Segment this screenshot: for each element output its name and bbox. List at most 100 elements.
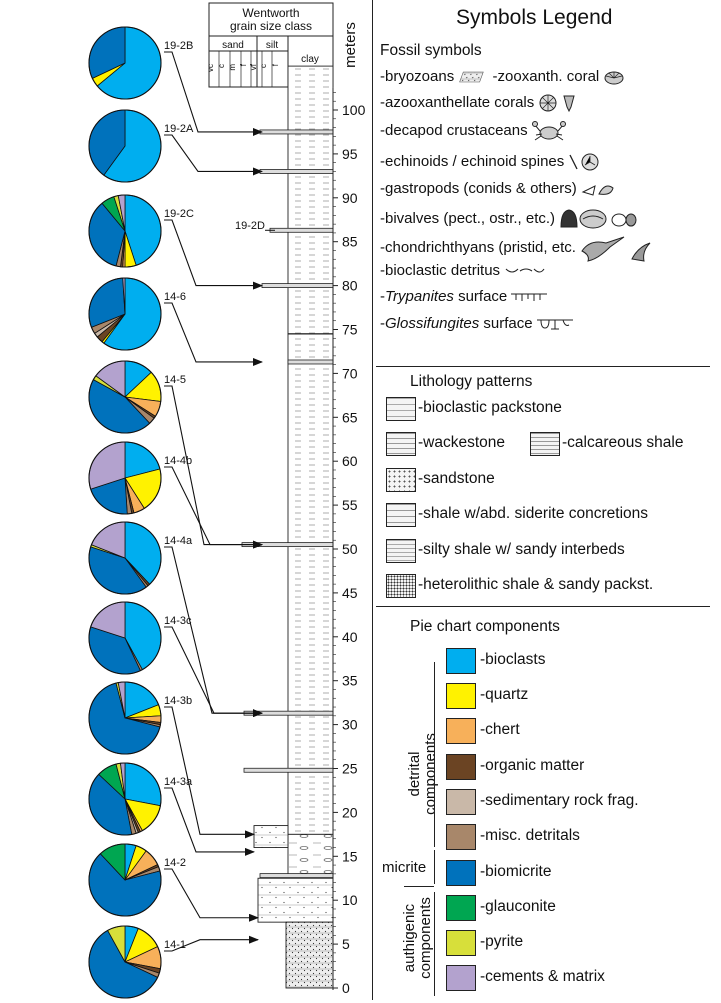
fossil-decapod: -decapod crustaceans (380, 120, 566, 142)
lithology-bed (287, 333, 334, 835)
lithology-bed (285, 921, 334, 989)
scale-tick-label: 25 (342, 761, 358, 777)
sample-label: 14-3a (164, 776, 193, 788)
wentworth-header: Wentworth grain size class sand silt cla… (206, 2, 334, 88)
pie-components-title: Pie chart components (410, 618, 560, 635)
marker-bed (243, 767, 334, 773)
lith-swatch-wackestone (386, 432, 416, 456)
fossil-bivalves: -bivalves (pect., ostr., etc.) (380, 207, 637, 231)
sample-label: 14-2 (164, 857, 186, 869)
marker-bed (261, 283, 334, 289)
pie-chart-14-3a: 14-3a (88, 762, 193, 836)
lith-label-sandstone: -sandstone (418, 470, 495, 487)
sample-label: 14-4b (164, 455, 192, 467)
zooxanth-coral-icon (604, 71, 624, 85)
sample-label: 19-2C (164, 208, 194, 220)
lith-label-wackestone: -wackestone (418, 434, 506, 451)
scale-tick-label: 100 (342, 102, 366, 118)
fossil-symbols-title: Fossil symbols (380, 42, 482, 59)
swatch-label: -chert (480, 721, 520, 738)
wentworth-title-line2: grain size class (230, 19, 312, 33)
connector-arrow (164, 868, 259, 922)
scale-tick-label: 65 (342, 409, 358, 425)
connector-arrow (164, 706, 255, 839)
meter-scale: meters 051015202530354045505560657075808… (332, 22, 366, 996)
swatch-1 (446, 683, 476, 709)
sample-label-19-2D: 19-2D (235, 220, 265, 232)
group-detrital-bracket (434, 662, 435, 847)
lithology-column (241, 65, 334, 989)
lith-swatch-silty-shale (386, 539, 416, 563)
swatch-label: -glauconite (480, 898, 556, 915)
scale-tick-label: 55 (342, 497, 358, 513)
connector-arrow (164, 935, 259, 952)
swatch-2 (446, 718, 476, 744)
trypanites-label: Trypanites (385, 288, 454, 305)
pie-chart-19-2B: 19-2B (88, 26, 193, 100)
connector-arrow (164, 626, 263, 718)
pie-chart-14-3c: 14-3c (88, 601, 192, 675)
swatch-6 (446, 860, 476, 886)
group-divider (404, 886, 434, 887)
fossil-bivalves-label: -bivalves (pect., ostr., etc.) (380, 209, 556, 227)
connector-arrow (164, 51, 263, 136)
fossil-azooxanthellate: -azooxanthellate corals (380, 93, 578, 113)
swatch-label: -cements & matrix (480, 968, 605, 985)
lith-label-siderite: -shale w/abd. siderite concretions (418, 505, 649, 522)
lith-swatch-siderite (386, 503, 416, 527)
swatch-5 (446, 824, 476, 850)
wentworth-title-line1: Wentworth (242, 6, 299, 20)
scale-tick-label: 80 (342, 278, 358, 294)
connector-arrow (164, 787, 255, 856)
sample-label: 19-2B (164, 40, 193, 52)
connector-arrow (164, 466, 263, 549)
group-authigenic-bracket (434, 892, 435, 996)
marker-bed (287, 359, 334, 365)
wentworth-sub-label: c (259, 64, 268, 68)
group-micrite-bracket (434, 850, 435, 884)
fossil-echinoids-label: -echinoids / echinoid spines (380, 152, 565, 170)
fossil-bryozoans: -bryozoans -zooxanth. coral (380, 68, 625, 85)
scale-tick-label: 0 (342, 980, 350, 996)
wentworth-sub-label: f (271, 63, 280, 66)
bryozoan-icon (459, 71, 485, 83)
scale-tick-label: 15 (342, 848, 358, 864)
connector-arrow (164, 219, 263, 290)
swatch-0 (446, 648, 476, 674)
crab-icon (531, 121, 566, 141)
legend-separator-1 (376, 366, 710, 367)
swatch-7 (446, 895, 476, 921)
azooxanthellate-coral-icon (539, 94, 576, 113)
connector-arrow (164, 546, 263, 718)
pie-chart-14-4a: 14-4a (88, 521, 193, 595)
connector-arrow (164, 302, 263, 366)
lith-swatch-sandstone (386, 468, 416, 492)
pie-chart-14-5: 14-5 (88, 360, 186, 434)
lith-label-packstone: -bioclastic packstone (418, 399, 562, 416)
scale-tick-label: 85 (342, 234, 358, 250)
wentworth-sub-label: vc (206, 64, 215, 72)
swatch-label: -sedimentary rock frag. (480, 792, 639, 809)
scale-tick-label: 70 (342, 365, 358, 381)
lithology-bed (287, 833, 334, 879)
lithology-bed (257, 877, 334, 923)
fossil-detritus-label: -bioclastic detritus (380, 262, 501, 279)
glossifungites-surface-label: surface (479, 315, 533, 332)
pie-chart-14-3b: 14-3b (88, 681, 192, 755)
wentworth-sub-label: m (228, 64, 237, 71)
wentworth-sub-label: f (239, 63, 248, 66)
stratigraphic-column-figure: Wentworth grain size class sand silt cla… (88, 2, 366, 999)
sample-label: 14-3c (164, 615, 192, 627)
pie-chart-19-2A: 19-2A (88, 109, 194, 183)
lithology-title: Lithology patterns (410, 373, 533, 390)
scale-tick-label: 50 (342, 541, 358, 557)
connector-arrow (164, 134, 263, 176)
swatch-label: -misc. detritals (480, 827, 580, 844)
pie-slice (124, 762, 162, 807)
scale-tick-label: 35 (342, 673, 358, 689)
pie-chart-14-4b: 14-4b (88, 441, 192, 515)
detritus-icon (505, 268, 545, 273)
trypanites-surface-label: surface (453, 288, 508, 305)
scale-tick-label: 20 (342, 804, 358, 820)
